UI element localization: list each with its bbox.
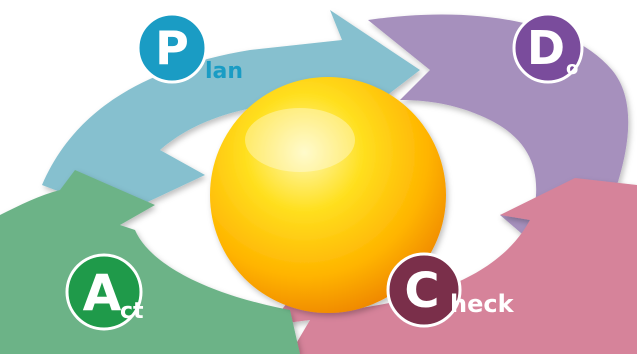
check-label: C heck bbox=[386, 252, 515, 328]
plan-badge bbox=[136, 12, 208, 84]
act-rest: ct bbox=[120, 299, 144, 324]
check-arrow bbox=[270, 178, 637, 354]
act-badge bbox=[65, 253, 143, 331]
check-badge bbox=[386, 252, 462, 328]
center-sphere bbox=[210, 77, 446, 313]
plan-label: P lan bbox=[136, 12, 243, 84]
plan-initial: P bbox=[155, 21, 189, 75]
plan-arrow bbox=[42, 10, 420, 215]
check-initial: C bbox=[404, 263, 439, 319]
check-rest: heck bbox=[450, 290, 515, 318]
do-label: D o bbox=[512, 12, 584, 84]
act-label: A ct bbox=[65, 253, 144, 331]
do-rest: o bbox=[566, 58, 578, 79]
sphere-highlight bbox=[245, 108, 355, 172]
plan-rest: lan bbox=[205, 59, 243, 84]
act-initial: A bbox=[83, 264, 122, 322]
do-badge bbox=[512, 12, 584, 84]
do-initial: D bbox=[527, 21, 565, 75]
